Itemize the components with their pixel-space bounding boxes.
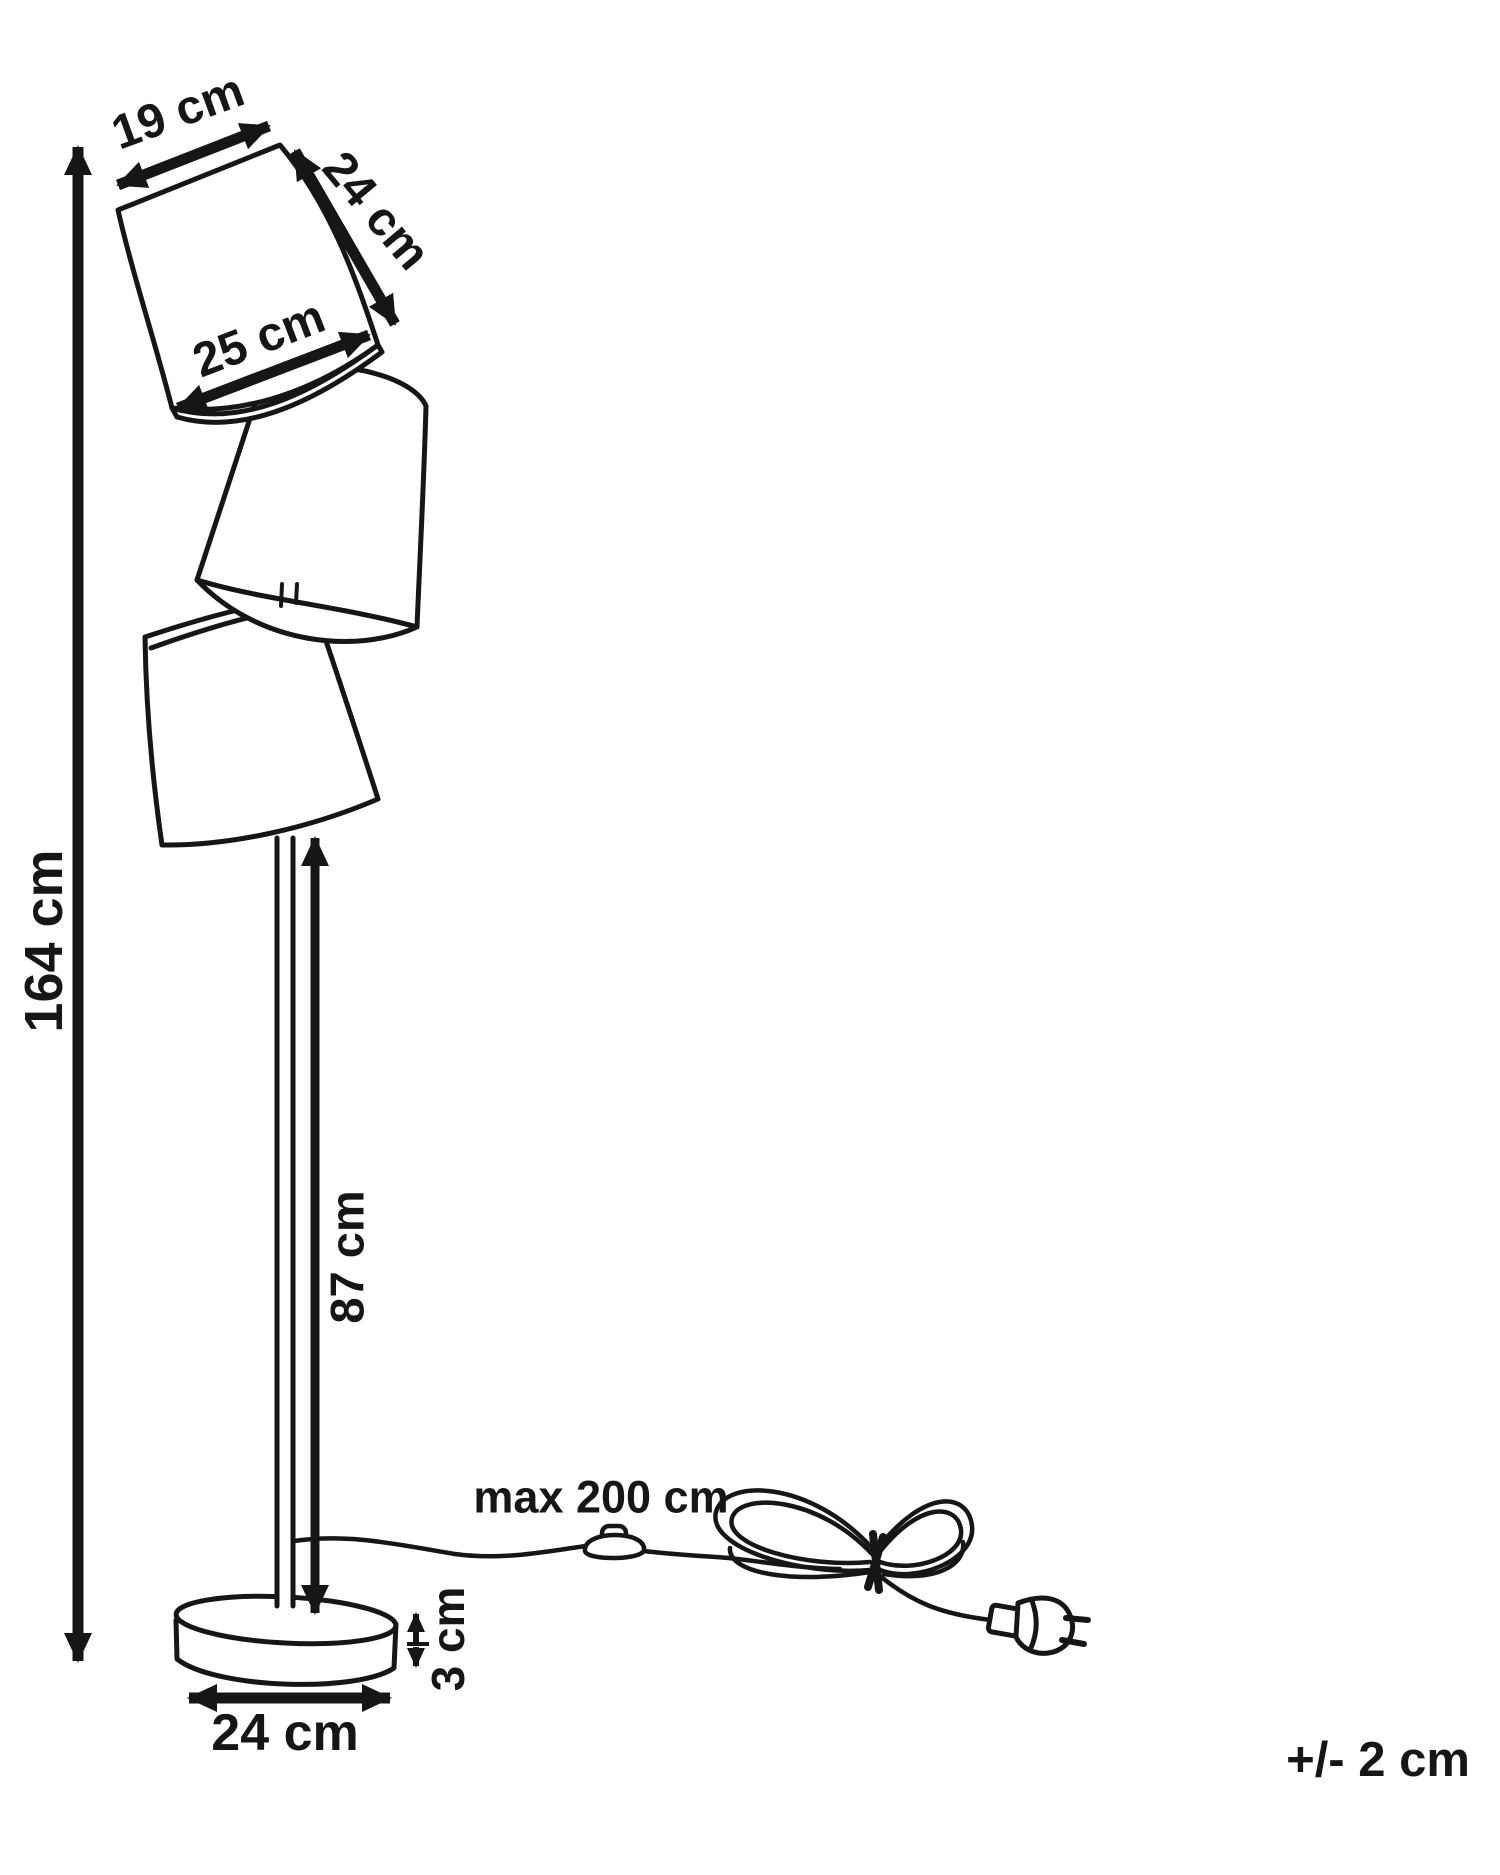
dim-label-total-height: 164 cm (14, 849, 74, 1032)
dim-arrow-shade-top (115, 120, 272, 191)
dim-label-base-diameter: 24 cm (211, 1704, 358, 1762)
dim-label-shaft-height: 87 cm (321, 1190, 374, 1323)
lamp-pole-gap (279, 582, 299, 608)
dim-label-cord-length: max 200 cm (473, 1472, 728, 1523)
lamp-shade-middle-rim (194, 577, 420, 644)
cord-coil (713, 1488, 994, 1623)
dim-arrow-base-height (407, 1612, 429, 1668)
dim-arrow-shade-height (290, 148, 400, 327)
lamp-pole (274, 835, 296, 1609)
foot-switch (582, 1523, 647, 1561)
dim-arrow-shade-bottom (176, 329, 371, 414)
power-plug (985, 1595, 1091, 1656)
tolerance-note: +/- 2 cm (1286, 1733, 1470, 1787)
plug-prong-bottom (1059, 1637, 1087, 1647)
dim-label-base-height: 3 cm (422, 1587, 474, 1692)
cord-tail (877, 1573, 994, 1623)
lamp-base (173, 1593, 399, 1687)
plug-prong-top (1063, 1615, 1091, 1623)
